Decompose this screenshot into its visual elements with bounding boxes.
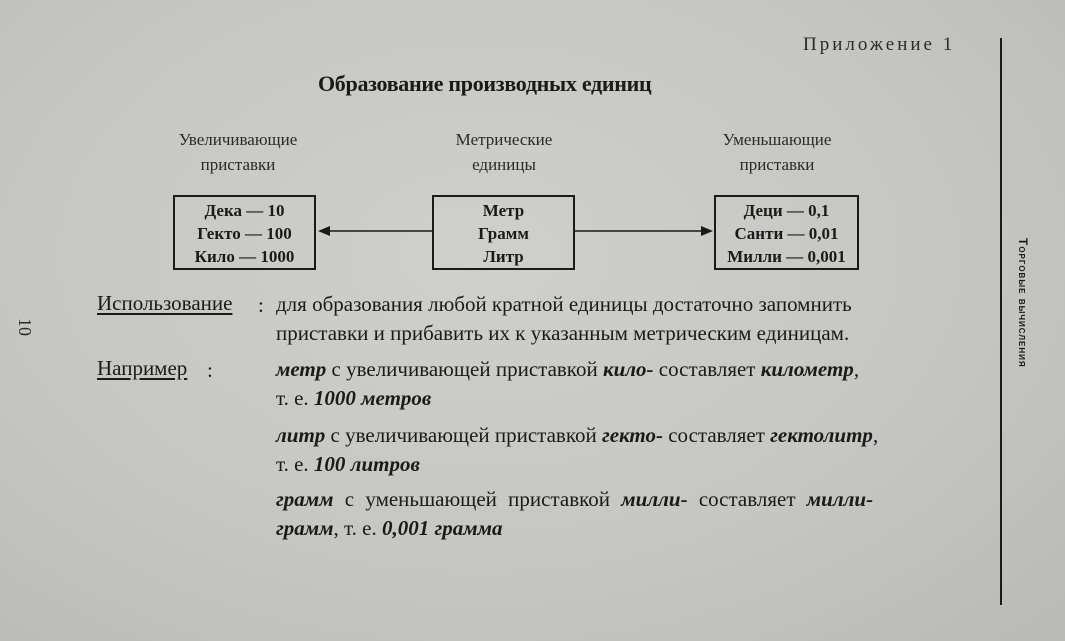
term: милли- [806, 487, 874, 511]
prefix-item: Гекто — 100 [197, 224, 292, 243]
decreasing-prefixes-box: Деци — 0,1 Санти — 0,01 Милли — 0,001 [714, 195, 859, 270]
increasing-prefixes-box: Дека — 10 Гекто — 100 Кило — 1000 [173, 195, 316, 270]
example-2-line-2: т. е. 100 литров [276, 451, 420, 477]
margin-rule [1000, 38, 1002, 605]
text: т. е. [276, 452, 314, 476]
page-number: 10 [15, 318, 35, 336]
usage-line-1: для образования любой кратной единицы до… [276, 292, 852, 316]
example-2-line-1: литр с увеличивающей приставкой гекто- с… [276, 422, 878, 448]
text: составляет [662, 423, 771, 447]
increasing-prefixes-label: Увеличивающие приставки [158, 127, 318, 177]
text: с уменьшающей приставкой [333, 487, 622, 511]
page-title: Образование производных единиц [318, 71, 652, 96]
section-running-title: Торговые вычисления [1016, 238, 1030, 368]
term: 1000 метров [313, 386, 432, 410]
text: т. е. [276, 386, 314, 410]
label-line: Уменьшающие [722, 130, 832, 149]
term: гектолитр [770, 423, 873, 447]
examples-colon: : [207, 358, 213, 382]
usage-colon: : [258, 293, 264, 317]
right-arrowhead [701, 226, 713, 236]
term: кило- [602, 357, 654, 381]
metric-units-label: Метрические единицы [424, 127, 584, 177]
label-line: приставки [200, 155, 276, 174]
usage-line-2: приставки и прибавить их к указанным мет… [276, 321, 850, 345]
label-line: Метрические [455, 130, 553, 149]
term: грамм [276, 487, 334, 511]
text: , [872, 423, 879, 447]
text: , т. е. [333, 516, 382, 540]
label-line: приставки [739, 155, 815, 174]
example-3-line-2: грамм, т. е. 0,001 грамма [276, 515, 502, 541]
prefix-item: Дека — 10 [204, 201, 285, 220]
examples-label-text: Например [97, 356, 188, 380]
prefix-item: Санти — 0,01 [734, 224, 839, 243]
decreasing-prefixes-label: Уменьшающие приставки [697, 127, 857, 177]
example-1-line-2: т. е. 1000 метров [276, 385, 431, 411]
prefix-item: Деци — 0,1 [743, 201, 830, 220]
appendix-heading: Приложение 1 [803, 34, 956, 55]
text: с увеличивающей приставкой [326, 357, 603, 381]
term: милли- [621, 487, 688, 511]
term: метр [276, 357, 327, 381]
left-arrowhead [318, 226, 330, 236]
example-3-line-1: грамм с уменьшающей приставкой милли- со… [276, 486, 873, 512]
term: литр [276, 423, 326, 447]
text: , [853, 357, 860, 381]
unit-item: Грамм [478, 224, 529, 243]
term: километр [760, 357, 854, 381]
label-line: единицы [472, 155, 536, 174]
text: составляет [687, 487, 807, 511]
text: с увеличивающей приставкой [325, 423, 602, 447]
label-line: Увеличивающие [178, 130, 298, 149]
example-1-line-1: метр с увеличивающей приставкой кило- со… [276, 356, 859, 382]
term: 0,001 грамма [381, 516, 503, 540]
prefix-item: Кило — 1000 [194, 247, 295, 266]
unit-item: Метр [482, 201, 525, 220]
usage-label-text: Использование [97, 291, 233, 315]
text: составляет [653, 357, 761, 381]
term: гекто- [601, 423, 663, 447]
examples-label: Например [97, 356, 187, 381]
unit-item: Литр [483, 247, 524, 266]
term: грамм [276, 516, 334, 540]
metric-units-box: Метр Грамм Литр [432, 195, 575, 270]
prefix-item: Милли — 0,001 [727, 247, 846, 266]
usage-label: Использование [97, 291, 232, 316]
term: 100 литров [313, 452, 420, 476]
